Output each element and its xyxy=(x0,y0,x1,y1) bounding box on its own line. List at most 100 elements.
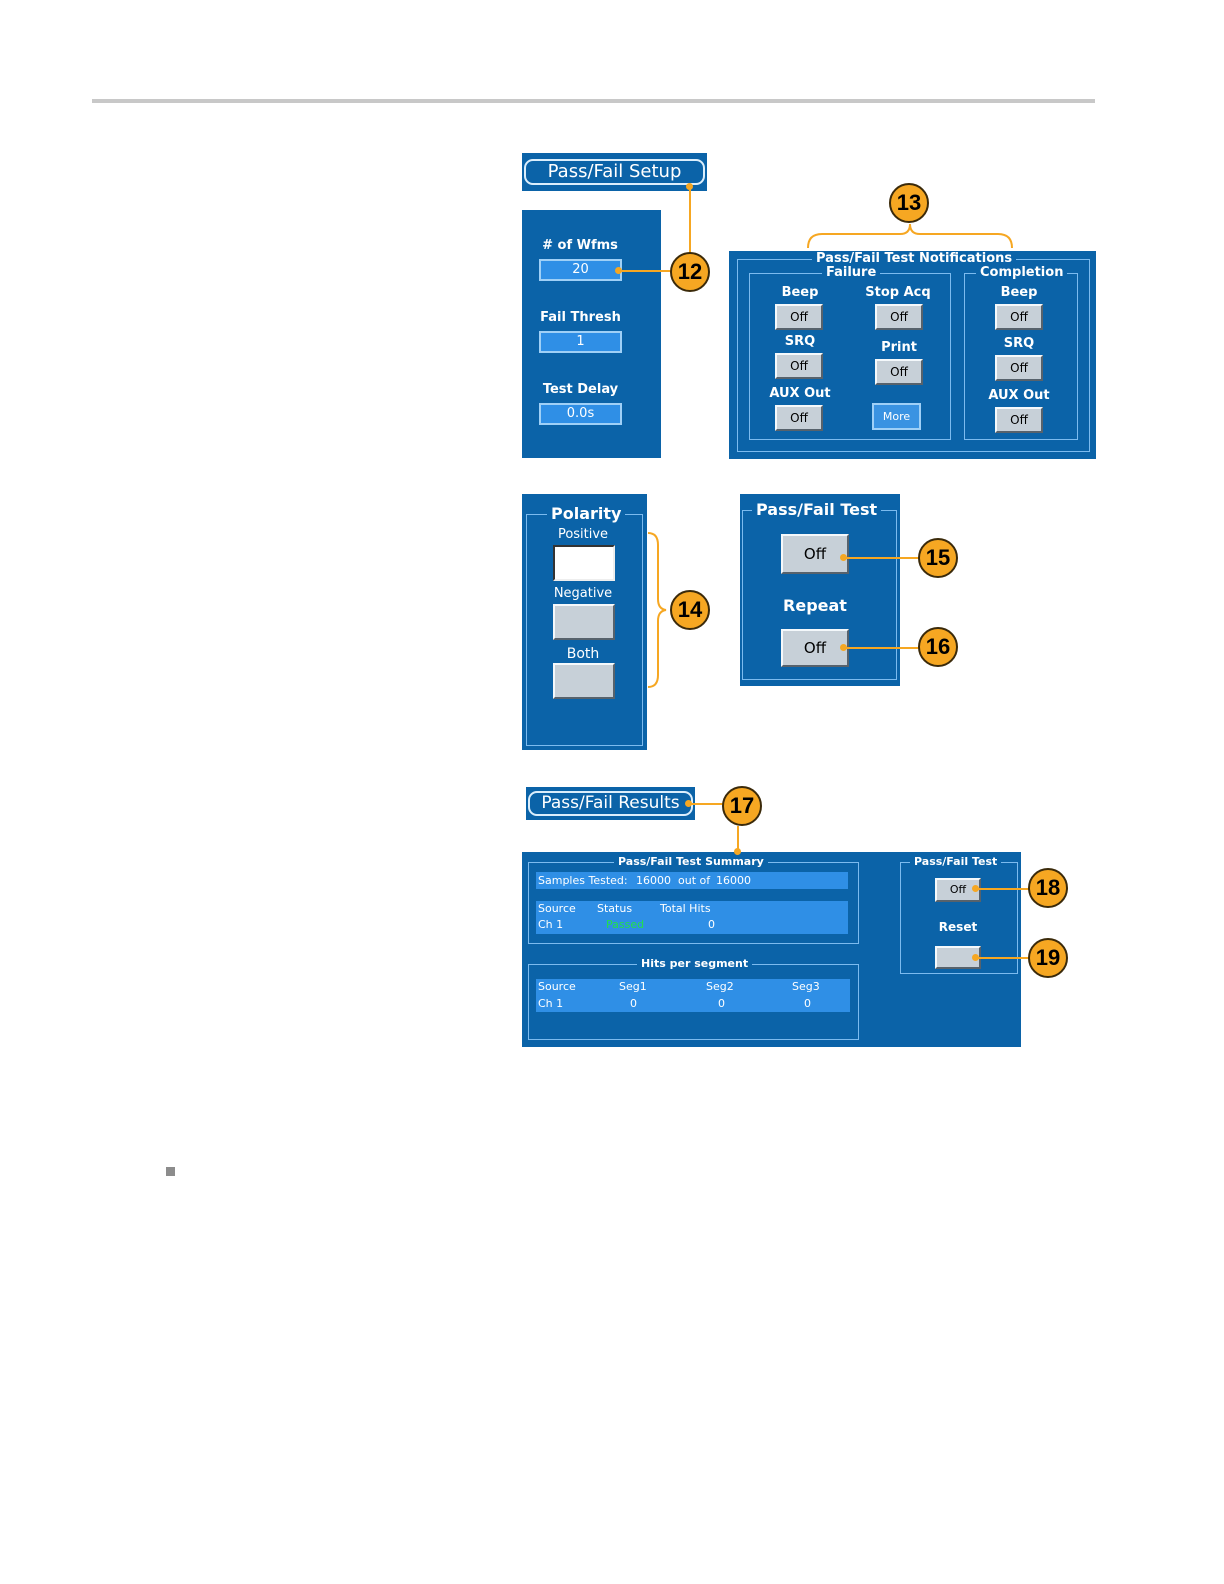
samples-label: Samples Tested: xyxy=(538,874,628,887)
callout-16-line xyxy=(843,647,919,649)
completion-beep-button[interactable]: Off xyxy=(995,304,1043,330)
callout-14: 14 xyxy=(670,590,710,630)
completion-srq-button[interactable]: Off xyxy=(995,355,1043,381)
seg-row-seg2: 0 xyxy=(718,997,725,1010)
seg-row-seg3: 0 xyxy=(804,997,811,1010)
row-status: Passed xyxy=(606,918,645,931)
callout-12: 12 xyxy=(670,252,710,292)
row-total-hits: 0 xyxy=(708,918,715,931)
callout-19-dot xyxy=(972,954,979,961)
callout-14-bracket xyxy=(647,532,667,688)
negative-button[interactable] xyxy=(553,604,615,640)
failure-srq-label: SRQ xyxy=(784,334,816,349)
num-wfms-field[interactable]: 20 xyxy=(539,259,622,281)
completion-aux-out-label: AUX Out xyxy=(988,388,1050,403)
header-total-hits: Total Hits xyxy=(660,902,711,915)
fail-thresh-field[interactable]: 1 xyxy=(539,331,622,353)
seg-row-source: Ch 1 xyxy=(538,997,564,1010)
seg-header-source: Source xyxy=(538,980,576,993)
setup-title-tab[interactable]: Pass/Fail Setup xyxy=(524,159,705,185)
callout-12-dot-field xyxy=(615,267,622,274)
positive-button[interactable] xyxy=(553,545,615,581)
callout-19: 19 xyxy=(1028,938,1068,978)
seg-row-seg1: 0 xyxy=(630,997,637,1010)
test-delay-field[interactable]: 0.0s xyxy=(539,403,622,425)
callout-15-dot xyxy=(840,554,847,561)
samples-tested: 16000 xyxy=(636,874,671,887)
failure-stop-acq-button[interactable]: Off xyxy=(875,304,923,330)
failure-srq-button[interactable]: Off xyxy=(775,353,823,379)
notifications-title: Pass/Fail Test Notifications xyxy=(812,251,1017,266)
both-button[interactable] xyxy=(553,663,615,699)
reset-label: Reset xyxy=(938,920,978,934)
callout-15-line xyxy=(843,557,919,559)
failure-aux-out-label: AUX Out xyxy=(769,386,831,401)
completion-beep-label: Beep xyxy=(1000,285,1038,300)
callout-13-bracket xyxy=(807,223,1013,249)
callout-18-dot xyxy=(972,885,979,892)
failure-stop-acq-label: Stop Acq xyxy=(865,285,931,300)
hits-table: Source Seg1 Seg2 Seg3 Ch 1 0 0 0 xyxy=(536,979,850,1012)
list-bullet xyxy=(166,1167,175,1176)
fail-thresh-label: Fail Thresh xyxy=(540,310,621,325)
polarity-panel: Polarity Positive Negative Both xyxy=(522,494,647,750)
repeat-toggle-button[interactable]: Off xyxy=(781,629,849,667)
callout-15: 15 xyxy=(918,538,958,578)
header-source: Source xyxy=(538,902,576,915)
test-delay-label: Test Delay xyxy=(542,382,619,397)
samples-row: Samples Tested: 16000 out of 16000 xyxy=(536,872,848,889)
failure-aux-out-button[interactable]: Off xyxy=(775,405,823,431)
callout-12-line-field xyxy=(618,270,672,272)
failure-more-button[interactable]: More xyxy=(872,403,921,430)
header-status: Status xyxy=(597,902,633,915)
callout-17: 17 xyxy=(722,786,762,826)
test-panel-title: Pass/Fail Test xyxy=(752,500,882,519)
results-title-bar: Pass/Fail Results xyxy=(526,787,695,820)
out-of-label: out of xyxy=(678,874,711,887)
setup-title-bar: Pass/Fail Setup xyxy=(522,153,707,191)
failure-beep-button[interactable]: Off xyxy=(775,304,823,330)
test-toggle-button[interactable]: Off xyxy=(781,534,849,574)
polarity-title: Polarity xyxy=(547,504,626,523)
callout-17-dot-panel xyxy=(734,848,741,855)
callout-12-line-vertical xyxy=(689,186,691,254)
callout-18-line xyxy=(975,888,1029,890)
callout-17-dot-title xyxy=(685,800,692,807)
seg-header-seg3: Seg3 xyxy=(792,980,820,993)
results-panel: Pass/Fail Test Summary Samples Tested: 1… xyxy=(522,852,1021,1047)
both-label: Both xyxy=(566,646,600,662)
setup-panel: # of Wfms 20 Fail Thresh 1 Test Delay 0.… xyxy=(522,210,661,458)
test-panel: Pass/Fail Test Off Repeat Off xyxy=(740,494,900,686)
samples-total: 16000 xyxy=(716,874,751,887)
row-source: Ch 1 xyxy=(538,918,564,931)
repeat-label: Repeat xyxy=(783,596,847,615)
results-title-tab[interactable]: Pass/Fail Results xyxy=(528,791,693,816)
completion-title: Completion xyxy=(976,265,1068,280)
hits-title: Hits per segment xyxy=(637,957,753,970)
callout-13: 13 xyxy=(889,183,929,223)
completion-srq-label: SRQ xyxy=(1003,336,1035,351)
header-rule xyxy=(92,99,1095,103)
results-title: Pass/Fail Results xyxy=(541,793,680,813)
failure-beep-label: Beep xyxy=(781,285,819,300)
status-table: Source Status Total Hits Ch 1 Passed 0 xyxy=(536,901,848,934)
failure-print-label: Print xyxy=(881,340,917,355)
completion-aux-out-button[interactable]: Off xyxy=(995,407,1043,433)
seg-header-seg1: Seg1 xyxy=(619,980,647,993)
failure-print-button[interactable]: Off xyxy=(875,359,923,385)
callout-19-line xyxy=(975,957,1029,959)
callout-18: 18 xyxy=(1028,868,1068,908)
side-test-title: Pass/Fail Test xyxy=(910,855,1002,868)
summary-title: Pass/Fail Test Summary xyxy=(614,855,768,868)
setup-title: Pass/Fail Setup xyxy=(547,161,682,182)
positive-label: Positive xyxy=(557,527,609,542)
failure-title: Failure xyxy=(822,265,881,280)
callout-16-dot xyxy=(840,644,847,651)
num-wfms-label: # of Wfms xyxy=(542,238,618,253)
callout-17-line-horizontal xyxy=(688,803,724,805)
callout-12-dot-title xyxy=(686,183,693,190)
callout-16: 16 xyxy=(918,627,958,667)
callout-17-line-vertical xyxy=(737,826,739,854)
seg-header-seg2: Seg2 xyxy=(706,980,734,993)
negative-label: Negative xyxy=(553,586,613,601)
